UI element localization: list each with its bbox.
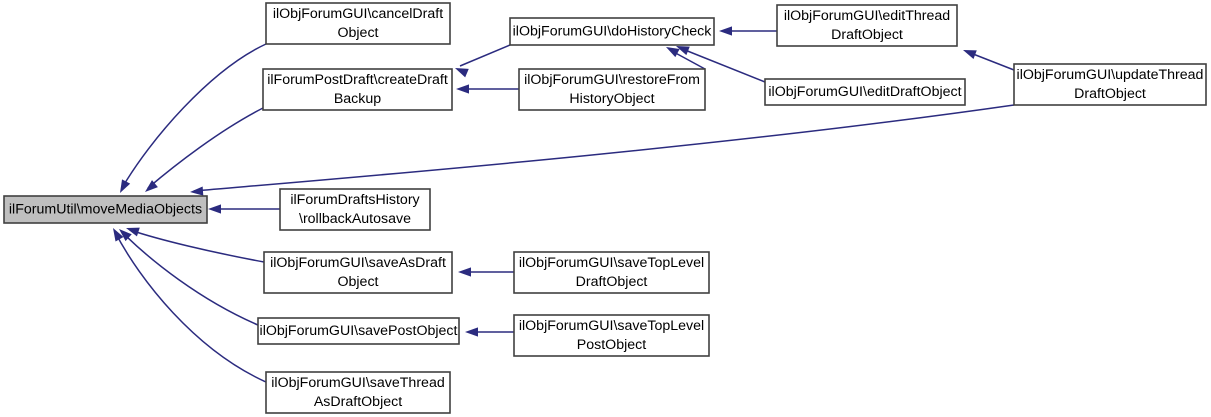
edge-saveAsDraftObject-to-moveMediaObjects [126, 227, 265, 263]
node-label-saveTopLevelPostObject: PostObject [577, 337, 646, 353]
node-editDraftObject[interactable]: ilObjForumGUI\editDraftObject [764, 78, 966, 106]
edge-line [121, 231, 259, 326]
nodes-layer: ilForumUtil\moveMediaObjects ilObjForumGU… [3, 2, 1207, 414]
node-label-cancelDraftObject: ilObjForumGUI\cancelDraft [273, 6, 443, 22]
node-label-saveThreadAsDraftObject: AsDraftObject [314, 394, 402, 410]
edge-updateThreadDraftObject-to-moveMediaObjects [190, 104, 1015, 196]
node-label-saveThreadAsDraftObject: ilObjForumGUI\saveThread [271, 375, 444, 391]
node-box-savePostObject[interactable] [257, 317, 460, 345]
node-label-saveTopLevelPostObject: ilObjForumGUI\saveTopLevel [519, 318, 704, 334]
node-box-editThreadDraftObject[interactable] [776, 4, 958, 47]
node-label-restoreFromHistoryObject: HistoryObject [569, 91, 654, 107]
node-box-cancelDraftObject[interactable] [265, 2, 451, 45]
edge-savePostObject-to-moveMediaObjects [119, 229, 259, 326]
edge-doHistoryCheck-to-createDraftBackup [455, 44, 511, 78]
node-savePostObject[interactable]: ilObjForumGUI\savePostObject [257, 317, 460, 345]
edge-editDraftObject-to-doHistoryCheck [676, 46, 766, 83]
edge-restoreFromHistoryObject-to-createDraftBackup [456, 84, 519, 94]
edge-line [679, 47, 766, 83]
node-label-createDraftBackup: Backup [334, 91, 381, 107]
edges-layer [113, 26, 1015, 383]
edge-restoreFromHistoryObject-to-doHistoryCheck [666, 47, 706, 70]
node-box-editDraftObject[interactable] [764, 78, 966, 106]
node-label-saveTopLevelDraftObject: DraftObject [576, 274, 648, 290]
edge-arrowhead [465, 327, 478, 337]
edge-saveTopLevelPostObject-to-savePostObject [465, 327, 514, 337]
node-label-updateThreadDraftObject: DraftObject [1074, 86, 1146, 102]
edge-line [147, 107, 264, 189]
edge-arrowhead [666, 47, 680, 58]
edge-arrowhead [963, 50, 977, 59]
edge-rollbackAutosave-to-moveMediaObjects [208, 204, 280, 214]
node-box-rollbackAutosave[interactable] [279, 188, 431, 231]
node-rollbackAutosave[interactable]: ilForumDraftsHistory \rollbackAutosave [279, 188, 431, 231]
edge-line [114, 231, 267, 383]
node-label-editThreadDraftObject: ilObjForumGUI\editThread [784, 8, 950, 24]
edge-updateThreadDraftObject-to-editThreadDraftObject [963, 50, 1015, 71]
node-box-saveTopLevelPostObject[interactable] [513, 314, 710, 357]
node-label-editThreadDraftObject: DraftObject [831, 27, 903, 43]
node-label-cancelDraftObject: Object [337, 25, 378, 41]
node-label-editDraftObject: ilObjForumGUI\editDraftObject [768, 84, 961, 100]
edge-arrowhead [119, 229, 132, 242]
node-doHistoryCheck[interactable]: ilObjForumGUI\doHistoryCheck [509, 17, 715, 46]
node-label-saveTopLevelDraftObject: ilObjForumGUI\saveTopLevel [519, 255, 704, 271]
edge-saveThreadAsDraftObject-to-moveMediaObjects [113, 228, 267, 383]
node-label-restoreFromHistoryObject: ilObjForumGUI\restoreFrom [524, 72, 700, 88]
edge-line [129, 229, 265, 263]
node-label-savePostObject: ilObjForumGUI\savePostObject [260, 323, 458, 339]
edge-arrowhead [676, 46, 690, 56]
node-box-updateThreadDraftObject[interactable] [1013, 63, 1207, 106]
edge-line [967, 51, 1015, 71]
edge-arrowhead [456, 84, 469, 94]
node-box-restoreFromHistoryObject[interactable] [518, 68, 706, 111]
node-label-createDraftBackup: ilForumPostDraft\createDraft [267, 72, 448, 88]
node-box-moveMediaObjects[interactable] [3, 195, 208, 224]
edge-createDraftBackup-to-moveMediaObjects [145, 107, 264, 192]
node-label-doHistoryCheck: ilObjForumGUI\doHistoryCheck [513, 23, 713, 39]
node-box-saveThreadAsDraftObject[interactable] [265, 371, 451, 414]
edge-arrowhead [455, 68, 469, 78]
node-moveMediaObjects[interactable]: ilForumUtil\moveMediaObjects [3, 195, 208, 224]
edge-arrowhead [113, 228, 124, 242]
node-box-createDraftBackup[interactable] [262, 68, 453, 111]
edge-saveTopLevelDraftObject-to-saveAsDraftObject [458, 267, 514, 277]
node-label-rollbackAutosave: ilForumDraftsHistory [290, 192, 420, 208]
node-label-rollbackAutosave: \rollbackAutosave [299, 211, 411, 227]
edge-line [193, 104, 1015, 192]
edge-arrowhead [120, 179, 131, 193]
node-label-saveAsDraftObject: Object [337, 274, 378, 290]
node-box-saveAsDraftObject[interactable] [263, 251, 453, 294]
edge-line [121, 43, 267, 189]
edge-arrowhead [458, 267, 471, 277]
node-label-moveMediaObjects: ilForumUtil\moveMediaObjects [9, 201, 202, 217]
edge-arrowhead [208, 204, 221, 214]
node-label-saveAsDraftObject: ilObjForumGUI\saveAsDraft [270, 255, 446, 271]
edge-line [459, 44, 511, 67]
edge-editThreadDraftObject-to-doHistoryCheck [719, 26, 777, 36]
edge-arrowhead [145, 180, 158, 192]
edge-arrowhead [719, 26, 732, 36]
edge-arrowhead [126, 227, 140, 237]
edge-cancelDraftObject-to-moveMediaObjects [120, 43, 267, 193]
edge-arrowhead [190, 186, 204, 196]
node-box-doHistoryCheck[interactable] [509, 17, 715, 46]
node-box-saveTopLevelDraftObject[interactable] [513, 251, 710, 294]
node-label-updateThreadDraftObject: ilObjForumGUI\updateThread [1017, 67, 1204, 83]
